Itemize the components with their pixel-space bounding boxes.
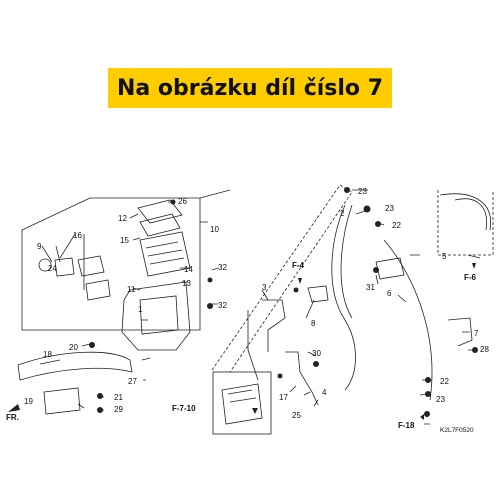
part-label-27: 27 <box>128 377 137 386</box>
highlighted-part-banner: Na obrázku díl číslo 7 <box>108 68 392 108</box>
part-label-23c: 23 <box>436 395 445 404</box>
part-label-5: 5 <box>442 252 447 261</box>
part-label-14: 14 <box>184 265 193 274</box>
ref-arrow-f710 <box>252 408 258 414</box>
part-label-9: 9 <box>37 242 42 251</box>
part-label-32a: 32 <box>218 263 227 272</box>
part-label-23a: 23 <box>358 187 367 196</box>
ref-arrow-f18 <box>420 414 424 420</box>
part-label-23b: 23 <box>385 204 394 213</box>
part-label-2: 2 <box>340 209 345 218</box>
part-label-8: 8 <box>311 319 316 328</box>
ref-label-f6: F-6 <box>464 273 477 282</box>
part-label-24: 24 <box>48 264 57 273</box>
part-label-28: 28 <box>480 345 489 354</box>
part-label-13: 13 <box>182 279 191 288</box>
part-label-1: 1 <box>138 305 143 314</box>
part-label-15: 15 <box>120 236 129 245</box>
front-direction-label: FR. <box>6 413 19 422</box>
part-label-21: 21 <box>114 393 123 402</box>
part-label-18: 18 <box>43 350 52 359</box>
part-label-16: 16 <box>73 231 82 240</box>
part-label-22b: 22 <box>440 377 449 386</box>
part-label-7: 7 <box>474 329 479 338</box>
part-label-17: 17 <box>279 393 288 402</box>
front-direction-arrow <box>8 404 20 412</box>
part-label-20: 20 <box>69 343 78 352</box>
part-label-22a: 22 <box>392 221 401 230</box>
part-label-32b: 32 <box>218 301 227 310</box>
ref-label-f18: F-18 <box>398 421 415 430</box>
master-cylinder-frame <box>21 197 201 331</box>
diagram-code: K2L7F0520 <box>440 427 474 434</box>
ref-label-f4: F-4 <box>292 261 305 270</box>
part-label-6: 6 <box>387 289 392 298</box>
ref-arrow-f4 <box>298 278 302 284</box>
banner-title: Na obrázku díl číslo 7 <box>116 75 384 101</box>
abs-modulator-box <box>212 371 272 435</box>
part-label-10: 10 <box>210 225 219 234</box>
part-label-4: 4 <box>322 388 327 397</box>
part-label-3: 3 <box>262 283 267 292</box>
part-label-25: 25 <box>292 411 301 420</box>
part-label-31: 31 <box>366 283 375 292</box>
part-label-19: 19 <box>24 397 33 406</box>
part-label-29: 29 <box>114 405 123 414</box>
part-label-30: 30 <box>312 349 321 358</box>
part-label-11: 11 <box>127 285 136 294</box>
ref-arrow-f6 <box>472 263 476 269</box>
ref-label-f710: F-7-10 <box>172 404 196 413</box>
part-label-12: 12 <box>118 214 127 223</box>
part-label-26: 26 <box>178 197 187 206</box>
